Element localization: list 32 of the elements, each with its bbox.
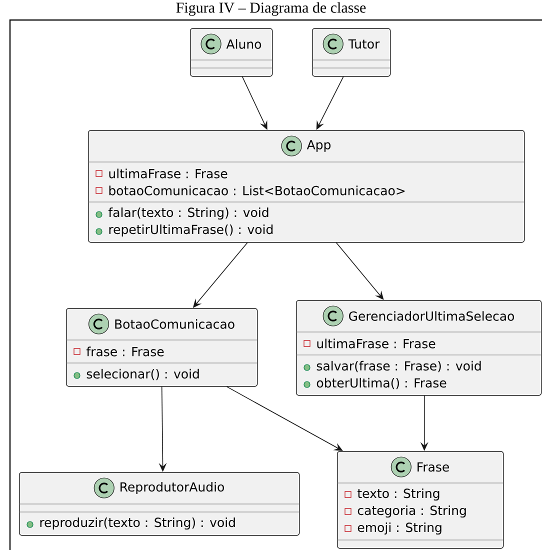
- method-text: selecionar() : void: [86, 368, 199, 380]
- arrow: [336, 242, 384, 300]
- class-name: GerenciadorUltimaSelecao: [349, 311, 514, 321]
- class-name: App: [306, 140, 331, 152]
- class-name: Tutor: [348, 39, 380, 49]
- method-text: repetirUltimaFrase() : void: [109, 224, 273, 237]
- arrow: [226, 386, 343, 451]
- class-box: [18, 472, 300, 536]
- class-name: Aluno: [226, 39, 262, 49]
- attribute-text: emoji : String: [358, 522, 442, 535]
- attribute-text: botaoComunicacao : List<BotaoComunicacao>: [109, 186, 405, 196]
- attribute-text: frase : Frase: [86, 346, 164, 356]
- method-text: obterUltima() : Frase: [316, 378, 446, 390]
- class-name: BotaoComunicacao: [115, 319, 234, 329]
- class-box: [336, 451, 504, 549]
- class-box: [312, 28, 391, 77]
- attribute-text: ultimaFrase : Frase: [317, 338, 436, 348]
- method-text: salvar(frase : Frase) : void: [316, 360, 481, 372]
- class-name: ReprodutorAudio: [120, 482, 224, 494]
- method-text: reproduzir(texto : String) : void: [40, 517, 235, 530]
- attribute-text: ultimaFrase : Frase: [109, 168, 228, 178]
- attribute-text: texto : String: [358, 488, 440, 501]
- class-name: Frase: [418, 462, 449, 472]
- arrow: [242, 76, 268, 130]
- method-text: falar(texto : String) : void: [108, 207, 268, 220]
- class-box: [88, 130, 525, 243]
- class-box: [190, 28, 273, 77]
- figure-title: Figura IV – Diagrama de classe: [176, 2, 366, 16]
- class-box: [66, 308, 258, 387]
- class-box: [296, 300, 542, 396]
- arrow: [316, 76, 344, 130]
- attribute-text: categoria : String: [358, 505, 466, 518]
